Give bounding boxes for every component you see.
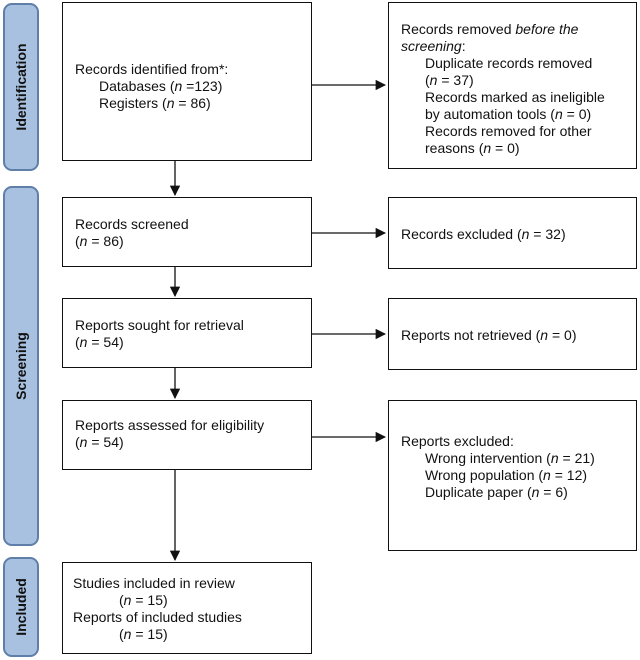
other-removed-label: Records removed for other xyxy=(425,123,592,139)
phase-identification: Identification xyxy=(3,3,39,171)
records-identified-box: Records identified from*: Databases (n =… xyxy=(62,2,312,161)
phase-screening: Screening xyxy=(3,186,39,546)
reports-assessed-heading: Reports assessed for eligibility xyxy=(75,417,265,433)
phase-included: Included xyxy=(3,557,39,657)
reports-sought-heading: Reports sought for retrieval xyxy=(75,317,244,333)
reports-assessed-count: (n = 54) xyxy=(75,434,124,450)
reports-included-count: (n = 15) xyxy=(119,626,168,642)
reports-included-label: Reports of included studies xyxy=(73,609,242,625)
records-removed-heading: Records removed before the xyxy=(401,21,579,37)
wrong-intervention-count: Wrong intervention (n = 21) xyxy=(425,450,595,466)
records-excluded-text: Records excluded (n = 32) xyxy=(401,226,566,242)
reports-excluded-heading: Reports excluded: xyxy=(401,433,514,449)
studies-included-count: (n = 15) xyxy=(119,592,168,608)
duplicate-paper-count: Duplicate paper (n = 6) xyxy=(425,484,568,500)
reports-not-retrieved-box: Reports not retrieved (n = 0) xyxy=(388,298,637,370)
reports-sought-count: (n = 54) xyxy=(75,334,124,350)
records-removed-box: Records removed before the screening: Du… xyxy=(388,2,637,169)
registers-count: Registers (n = 86) xyxy=(99,95,211,111)
records-removed-heading-cont: screening: xyxy=(401,38,466,54)
reports-excluded-box: Reports excluded: Wrong intervention (n … xyxy=(388,400,637,551)
reports-sought-box: Reports sought for retrieval (n = 54) xyxy=(62,298,312,368)
records-excluded-box: Records excluded (n = 32) xyxy=(388,197,637,269)
reports-not-retrieved-text: Reports not retrieved (n = 0) xyxy=(401,327,577,343)
ineligible-records-label: Records marked as ineligible xyxy=(425,89,605,105)
duplicate-records-label: Duplicate records removed xyxy=(425,55,593,71)
reports-assessed-box: Reports assessed for eligibility (n = 54… xyxy=(62,400,312,470)
studies-included-label: Studies included in review xyxy=(73,575,235,591)
records-screened-heading: Records screened xyxy=(75,216,189,232)
wrong-population-count: Wrong population (n = 12) xyxy=(425,467,588,483)
records-identified-heading: Records identified from*: xyxy=(75,61,229,77)
records-screened-box: Records screened (n = 86) xyxy=(62,197,312,267)
records-screened-count: (n = 86) xyxy=(75,233,124,249)
other-removed-count: reasons (n = 0) xyxy=(425,140,520,156)
databases-count: Databases (n =123) xyxy=(99,78,223,94)
ineligible-records-count: by automation tools (n = 0) xyxy=(425,106,592,122)
duplicate-records-count: (n = 37) xyxy=(425,72,474,88)
studies-included-box: Studies included in review (n = 15) Repo… xyxy=(62,562,312,654)
